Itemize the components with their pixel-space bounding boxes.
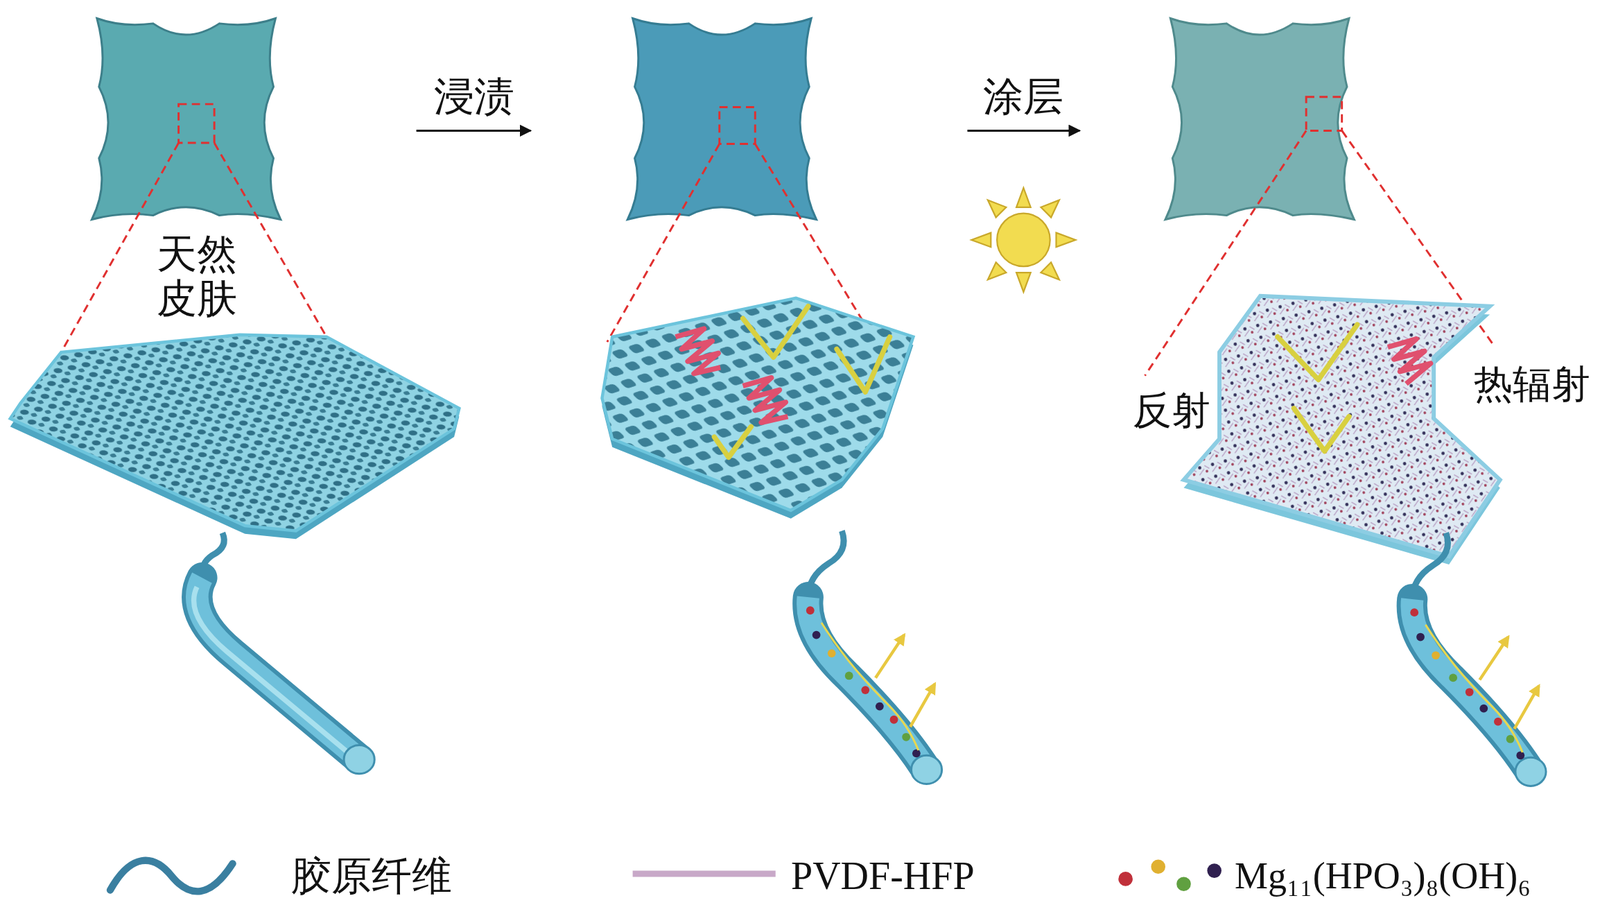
fiber-highlight	[194, 586, 350, 753]
collagen-fiber	[194, 532, 376, 773]
legend-text: Mg₁₁(HPO₃)₈(OH)₆	[1234, 854, 1531, 898]
fiber-end	[910, 754, 942, 784]
reflect-arrow	[910, 683, 935, 727]
label: 天然 皮肤	[156, 232, 249, 321]
zoom-box	[719, 107, 756, 145]
zoom-box	[178, 103, 215, 143]
skin-mesh-coated	[1184, 296, 1501, 565]
mesh-surface	[601, 298, 913, 511]
leather-hide	[1165, 18, 1354, 220]
collagen-fiber-coated	[1410, 532, 1546, 786]
collagen-fiber-loaded	[806, 530, 943, 784]
fiber-tube	[807, 596, 924, 766]
process-arrow	[967, 129, 1080, 132]
legend-dots-sample	[1118, 858, 1222, 891]
reflect-arrow	[875, 635, 904, 678]
fiber-end	[343, 745, 375, 774]
label: 热辐射	[1471, 361, 1594, 407]
label: 涂层	[983, 73, 1064, 120]
particles	[806, 605, 921, 758]
mesh-surface	[1184, 296, 1501, 556]
v-molecule	[1277, 324, 1358, 452]
skin-mesh	[10, 334, 460, 539]
mesh-surface	[10, 334, 460, 532]
skin-mesh-impregnated	[601, 298, 913, 519]
drawing	[10, 18, 1546, 891]
legend-line-sample	[632, 870, 776, 877]
process-arrow	[416, 129, 532, 132]
v-molecule	[714, 306, 890, 458]
label: 反射	[1129, 388, 1214, 433]
leather-hide	[627, 18, 816, 220]
legend-fiber-sample	[110, 860, 233, 892]
label: 浸渍	[433, 73, 515, 120]
sun-icon	[971, 187, 1076, 292]
helix	[1387, 338, 1431, 385]
fiber-tube	[196, 577, 358, 758]
fiber-tube	[807, 596, 924, 766]
fiber-tube	[196, 577, 358, 758]
zoom-box	[1306, 97, 1343, 132]
zoom-line	[607, 144, 720, 343]
reflection-path	[821, 622, 919, 751]
helix	[675, 328, 788, 423]
sun-rays	[971, 187, 1076, 292]
leather-hide	[91, 18, 281, 220]
legend-text: 胶原纤维	[291, 852, 452, 900]
sun-disc	[996, 213, 1051, 267]
legend-text: PVDF-HFP	[790, 853, 975, 898]
